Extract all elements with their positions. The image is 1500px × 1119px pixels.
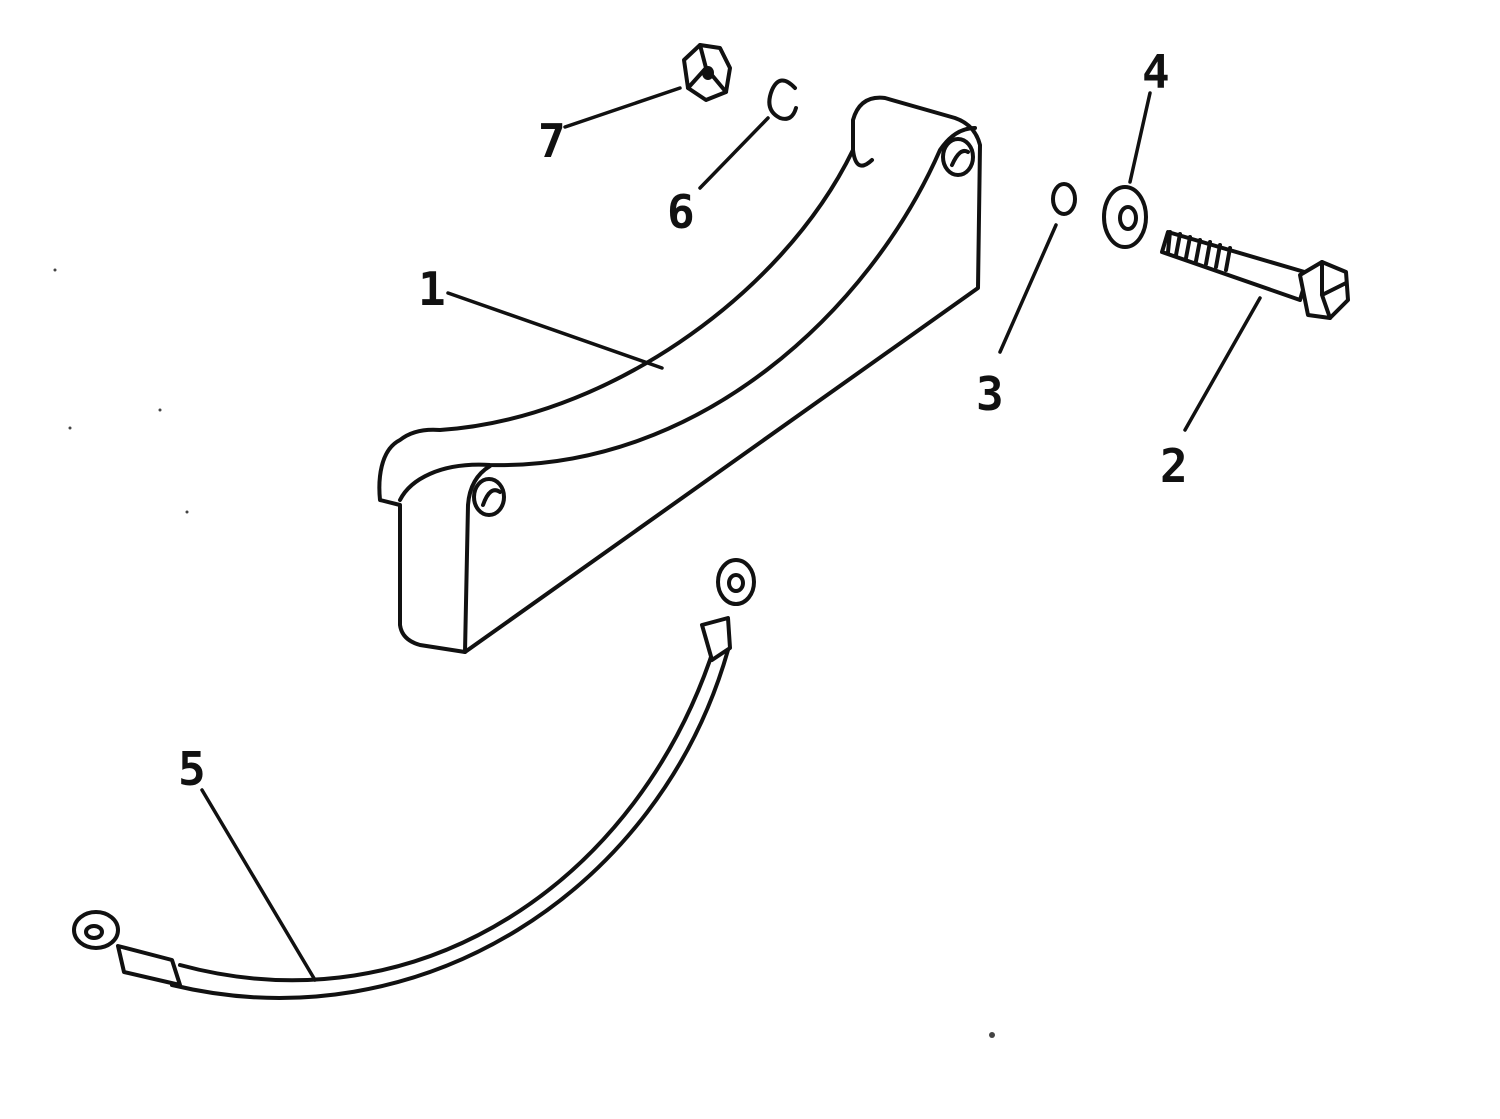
leader-4 [1128,91,1152,184]
scan-specks [53,268,995,1038]
flat-washer-part [1102,185,1148,249]
hex-bolt-part [1160,230,1350,320]
callout-3: 3 [976,367,1004,421]
callout-6: 6 [667,185,695,239]
callout-1: 1 [418,262,446,316]
leader-5 [200,788,317,982]
leader-1 [446,291,664,370]
small-washer-part [1051,182,1077,216]
leader-lines [200,86,1262,982]
callout-5: 5 [178,742,206,796]
callout-7: 7 [538,114,566,168]
callout-labels: 1 2 3 4 5 6 7 [178,45,1188,796]
ground-strap-part [72,558,756,1000]
leader-7 [563,86,682,129]
leader-6 [698,116,770,190]
bracket-part [377,95,982,654]
c-clip-part [767,78,798,121]
leader-2 [1183,296,1262,432]
callout-4: 4 [1142,45,1170,99]
leader-3 [998,223,1058,354]
callout-2: 2 [1160,439,1188,493]
hex-nut-part [682,43,732,102]
